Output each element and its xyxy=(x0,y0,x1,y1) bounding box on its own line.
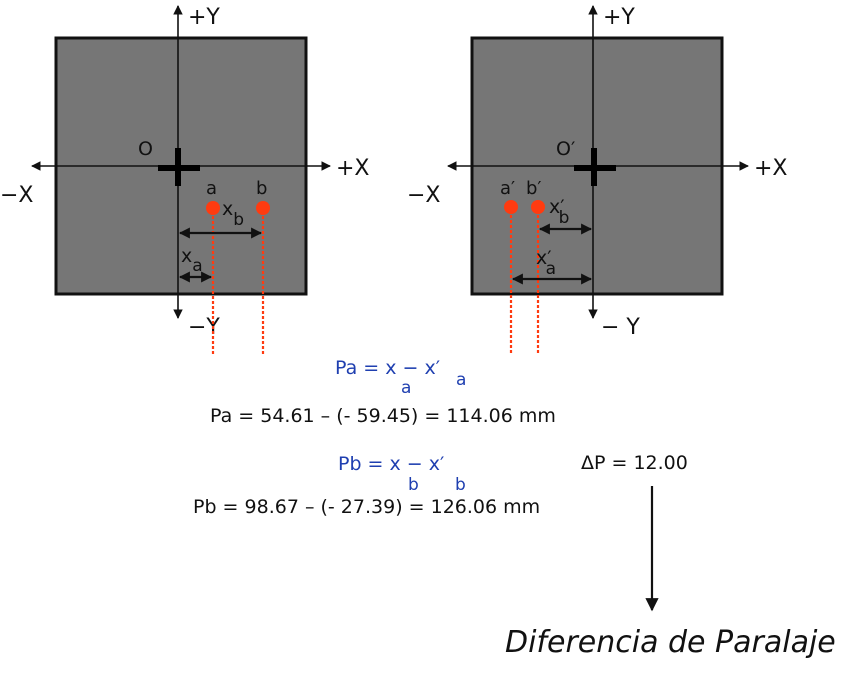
pa-formula-sub1: a xyxy=(401,378,411,398)
formulas: Pa = x − x′ a a Pa = 54.61 – (- 59.45) =… xyxy=(193,357,836,660)
left-xa-main: x xyxy=(181,245,192,267)
right-origin-label: O′ xyxy=(556,138,575,160)
right-point-b-label: b′ xyxy=(526,178,542,199)
pb-formula: Pb = x − x′ xyxy=(338,453,444,475)
right-xa-sub: a xyxy=(546,259,556,279)
left-pos-y-label: +Y xyxy=(188,5,220,30)
pa-numeric: Pa = 54.61 – (- 59.45) = 114.06 mm xyxy=(210,405,556,427)
right-xb-sub: b xyxy=(559,208,570,228)
left-neg-x-label: −X xyxy=(0,183,34,208)
right-pos-x-label: +X xyxy=(754,156,788,181)
left-point-a xyxy=(206,201,220,215)
left-photo: +Y −Y +X −X O a b xb xa xyxy=(0,5,370,355)
left-point-b-label: b xyxy=(256,178,267,199)
right-xb-main: x′ xyxy=(549,196,565,218)
right-neg-x-label: −X xyxy=(407,183,441,208)
right-xb-label: x′b xyxy=(549,196,569,228)
left-xa-label: xa xyxy=(181,245,203,276)
left-xa-sub: a xyxy=(192,256,202,276)
right-neg-y-label: − Y xyxy=(601,315,640,340)
left-origin-label: O xyxy=(138,138,153,160)
delta-p: ΔP = 12.00 xyxy=(581,452,688,474)
pb-formula-sub1: b xyxy=(408,475,419,495)
parallax-caption: Diferencia de Paralaje xyxy=(505,625,836,660)
left-xb-sub: b xyxy=(233,210,244,230)
right-point-a-label: a′ xyxy=(500,178,515,199)
left-xb-label: xb xyxy=(222,198,244,230)
left-neg-y-label: −Y xyxy=(188,315,220,340)
right-pos-y-label: +Y xyxy=(603,5,635,30)
pa-formula: Pa = x − x′ xyxy=(335,357,440,379)
right-point-a xyxy=(504,200,518,214)
pa-formula-sub2: a xyxy=(456,370,466,390)
left-pos-x-label: +X xyxy=(336,156,370,181)
right-xa-main: x′ xyxy=(536,247,552,269)
left-xb-main: x xyxy=(222,198,233,220)
left-point-a-label: a xyxy=(206,178,217,199)
right-xa-label: x′a xyxy=(536,247,556,279)
pb-numeric: Pb = 98.67 – (- 27.39) = 126.06 mm xyxy=(193,496,540,518)
left-point-b xyxy=(256,201,270,215)
right-point-b xyxy=(531,200,545,214)
pb-formula-sub2: b xyxy=(455,475,466,495)
right-photo: +Y − Y +X −X O′ a′ b′ x′b x′a xyxy=(407,5,788,355)
